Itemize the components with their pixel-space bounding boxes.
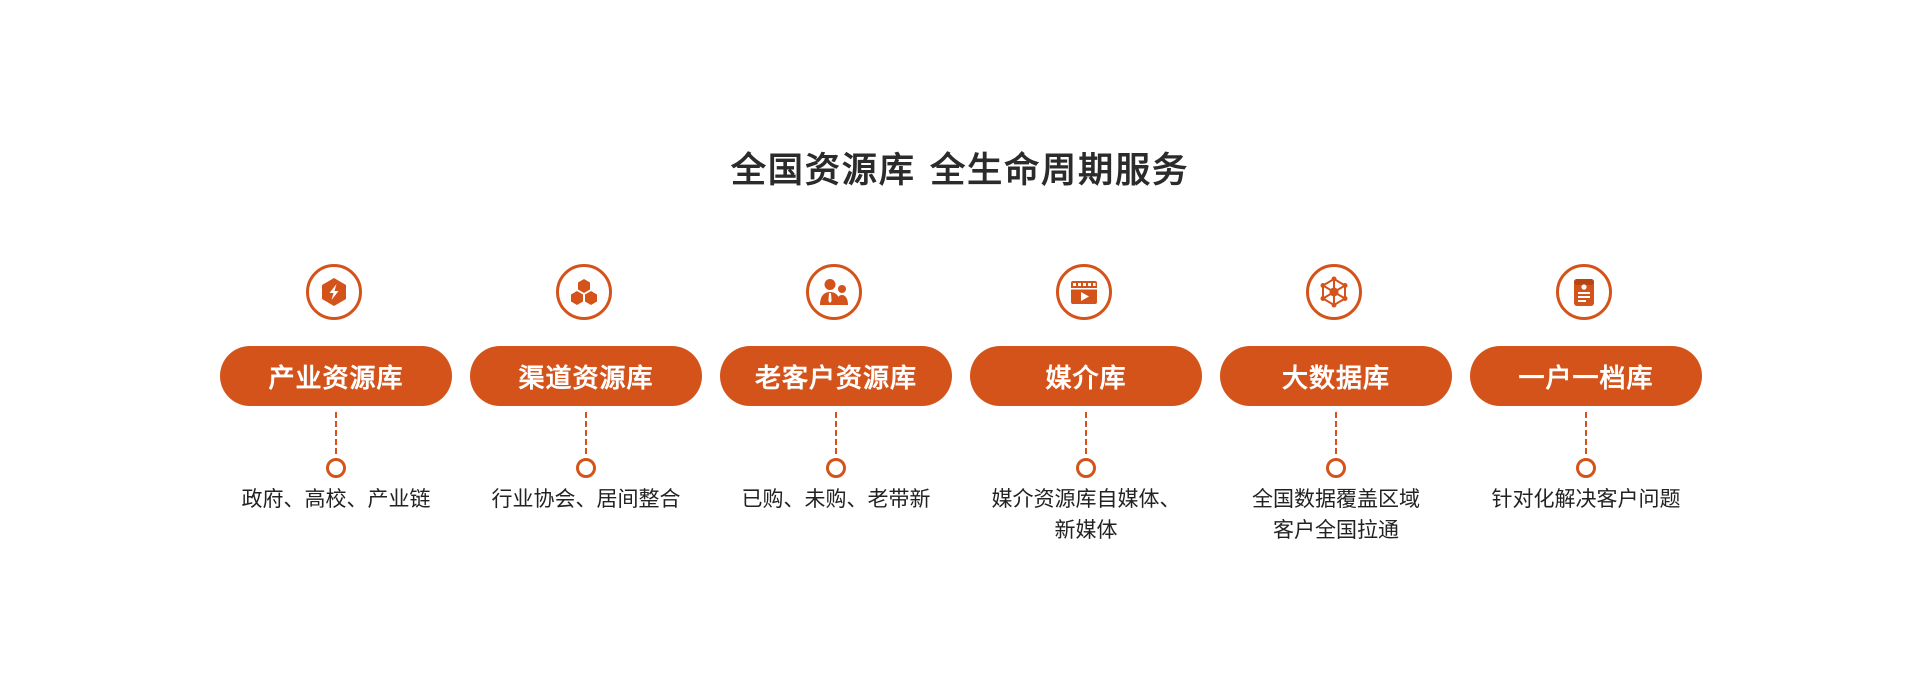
industry-resource-label: 产业资源库 — [220, 346, 452, 406]
connector-dot — [1326, 458, 1346, 478]
old-customer-resource-description: 已购、未购、老带新 — [741, 487, 931, 511]
connector-dot — [326, 458, 346, 478]
one-household-file-label: 一户一档库 — [1470, 346, 1702, 406]
connector-dot — [576, 458, 596, 478]
hexagon-lightning-icon — [306, 264, 362, 320]
resource-column-big-data: 大数据库 全国数据覆盖区域 客户全国拉通 — [1220, 264, 1452, 564]
network-node-icon — [1306, 264, 1362, 320]
page-title: 全国资源库 全生命周期服务 — [730, 151, 1190, 191]
one-household-file-description: 针对化解决客户问题 — [1491, 487, 1681, 511]
connector-line — [1585, 412, 1587, 454]
channel-resource-label: 渠道资源库 — [470, 346, 702, 406]
resource-column-media: 媒介库 媒介资源库自媒体、 新媒体 — [970, 264, 1202, 564]
channel-resource-description: 行业协会、居间整合 — [491, 487, 681, 511]
big-data-resource-description: 全国数据覆盖区域 客户全国拉通 — [1252, 487, 1420, 542]
connector-dot — [1576, 458, 1596, 478]
resource-column-customers: 老客户资源库 已购、未购、老带新 — [720, 264, 952, 564]
video-clapper-icon — [1056, 264, 1112, 320]
resource-column-one-file: 一户一档库 针对化解决客户问题 — [1470, 264, 1702, 564]
industry-resource-description: 政府、高校、产业链 — [241, 487, 431, 511]
connector-line — [1335, 412, 1337, 454]
old-customer-resource-label: 老客户资源库 — [720, 346, 952, 406]
media-resource-description: 媒介资源库自媒体、 新媒体 — [991, 487, 1181, 542]
resource-columns: 产业资源库 政府、高校、产业链 渠道资源库 行业协会、居间整合 — [220, 264, 1702, 564]
resource-column-industry: 产业资源库 政府、高校、产业链 — [220, 264, 452, 564]
media-resource-label: 媒介库 — [970, 346, 1202, 406]
connector-dot — [1076, 458, 1096, 478]
big-data-resource-label: 大数据库 — [1220, 346, 1452, 406]
connector-dot — [826, 458, 846, 478]
connector-line — [335, 412, 337, 454]
connector-line — [835, 412, 837, 454]
resource-column-channel: 渠道资源库 行业协会、居间整合 — [470, 264, 702, 564]
customers-icon — [806, 264, 862, 320]
hexagon-cluster-icon — [556, 264, 612, 320]
connector-line — [1085, 412, 1087, 454]
document-archive-icon — [1556, 264, 1612, 320]
connector-line — [585, 412, 587, 454]
